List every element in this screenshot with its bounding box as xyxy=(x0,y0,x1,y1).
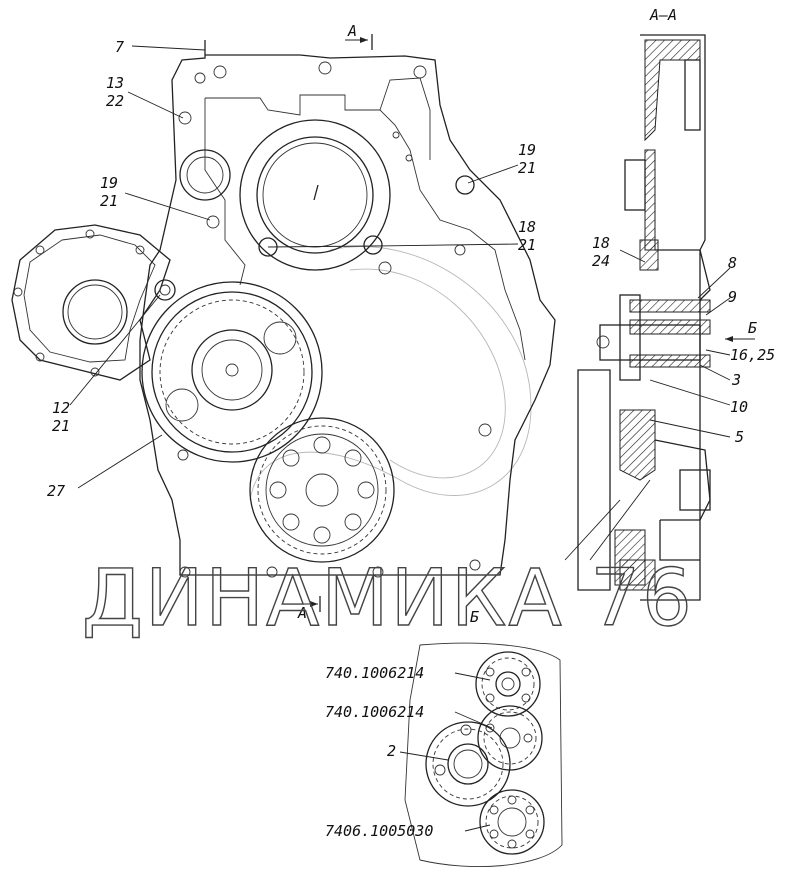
front-cover-outline xyxy=(139,40,556,576)
upper-drive-bore xyxy=(179,119,391,271)
cover-bolt-holes xyxy=(177,61,492,578)
watermark-logo xyxy=(249,246,532,501)
view-b-arrow-label: Б xyxy=(748,319,757,337)
callout-12: 12 xyxy=(52,399,70,417)
watermark-text: ДИНАМИКА 76 xyxy=(82,554,694,644)
detail-b-part-top: 740.1006214 xyxy=(325,664,424,682)
callout-22: 22 xyxy=(106,92,124,110)
callout-5: 5 xyxy=(735,428,744,446)
callout-9: 9 xyxy=(728,288,737,306)
callout-21-right: 21 xyxy=(518,159,536,177)
callout-labels: А–А А А Б Б 7 13 22 19 21 19 21 18 21 12… xyxy=(47,6,775,840)
section-aa-view xyxy=(564,34,711,601)
section-arrow-bottom-label: А xyxy=(297,604,307,622)
section-title: А–А xyxy=(649,6,677,24)
callout-8: 8 xyxy=(728,254,737,272)
view-b-arrow-marker xyxy=(725,336,755,342)
camshaft-gear xyxy=(141,279,323,463)
callout-18-section: 18 xyxy=(592,234,610,252)
callout-16-25: 16,25 xyxy=(730,346,775,364)
view-b-title: Б xyxy=(470,608,479,626)
lower-gear xyxy=(249,417,395,563)
leader-lines xyxy=(69,45,731,832)
callout-27: 27 xyxy=(47,482,65,500)
callout-21-left: 21 xyxy=(100,192,118,210)
callout-21-mid: 21 xyxy=(518,236,536,254)
callout-13: 13 xyxy=(106,74,124,92)
gasket-plate xyxy=(11,224,171,381)
section-marker-top xyxy=(345,34,373,50)
callout-21-low: 21 xyxy=(52,417,70,435)
callout-19-right: 19 xyxy=(518,141,536,159)
detail-b-part-bottom: 7406.1005030 xyxy=(325,822,433,840)
detail-b-part-2: 2 xyxy=(387,742,396,760)
callout-10: 10 xyxy=(730,398,748,416)
callout-18: 18 xyxy=(518,218,536,236)
callout-3: 3 xyxy=(731,371,741,389)
section-marker-bottom xyxy=(298,596,321,612)
callout-7: 7 xyxy=(115,38,124,56)
callout-24-section: 24 xyxy=(592,252,610,270)
section-arrow-top-label: А xyxy=(347,22,357,40)
detail-b-part-mid: 740.1006214 xyxy=(325,703,424,721)
detail-b-gears xyxy=(425,651,545,855)
callout-19-left: 19 xyxy=(100,174,118,192)
detail-b-frame xyxy=(404,642,563,868)
